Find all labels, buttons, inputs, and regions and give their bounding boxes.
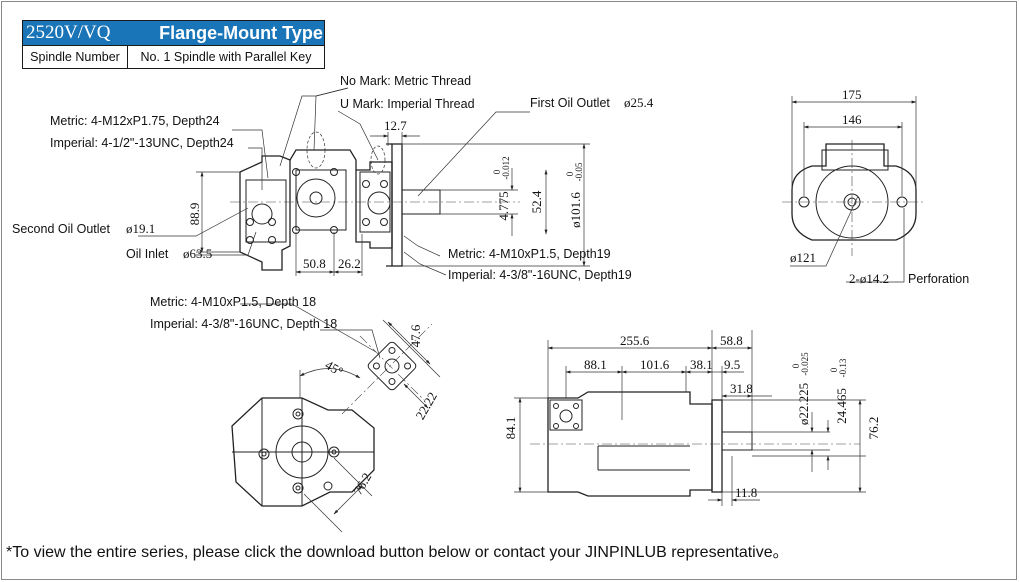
second-oil-outlet-dim: ø19.1 (126, 221, 155, 236)
dim-12-7: 12.7 (384, 118, 407, 133)
no-mark-note: No Mark: Metric Thread (340, 74, 471, 88)
port-detail-view: Metric: 4-M10xP1.5, Depth 18 Imperial: 4… (150, 295, 441, 533)
dim-22-22: 22.22 (412, 389, 440, 422)
spec-header-table: 2520V/VQ Flange-Mount Type Spindle Numbe… (22, 20, 325, 69)
dim-holes: 2-ø14.2 (849, 271, 889, 286)
header-divider (23, 45, 324, 46)
dim-101-6-tol-up: 0 (565, 171, 575, 176)
dim-101-6-side: 101.6 (640, 357, 670, 372)
dim-50-8: 50.8 (303, 256, 326, 271)
side-shaft (721, 431, 753, 451)
dim-255-6: 255.6 (620, 333, 650, 348)
dim-22-225-tol-up: 0 (791, 363, 801, 368)
spindle-number-value: No. 1 Spindle with Parallel Key (140, 50, 312, 64)
oil-inlet-label: Oil Inlet (126, 247, 169, 261)
spindle-number-label: Spindle Number (30, 50, 120, 64)
detail-metric-thread: Metric: 4-M10xP1.5, Depth 18 (150, 295, 316, 309)
dim-9-5: 9.5 (724, 357, 740, 372)
dim-84-1: 84.1 (503, 417, 518, 440)
dim-4-775-tol-up: 0 (492, 169, 502, 174)
dim-4-775-tol-dn: -0.012 (501, 156, 511, 179)
side-elevation-view: 255.6 58.8 88.1 101.6 38.1 9.5 31.8 84.1… (503, 330, 881, 506)
dim-88-1: 88.1 (584, 357, 607, 372)
dim-24-465-tol-dn: -0.13 (838, 358, 848, 377)
dim-38-1: 38.1 (690, 357, 713, 372)
dim-76-2-side: 76.2 (866, 417, 881, 440)
outlet-metric-thread: Metric: 4-M10xP1.5, Depth19 (448, 247, 611, 261)
inlet-imperial-thread: Imperial: 4-1/2"-13UNC, Depth24 (50, 136, 234, 150)
inlet-metric-thread: Metric: 4-M12xP1.75, Depth24 (50, 114, 220, 128)
side-flange (711, 399, 723, 493)
outlet-imperial-thread: Imperial: 4-3/8"-16UNC, Depth19 (448, 268, 632, 282)
dim-52-4: 52.4 (529, 190, 544, 213)
dim-45-deg: 45° (323, 357, 346, 379)
first-oil-outlet-dim: ø25.4 (624, 95, 654, 110)
dim-24-465-tol-up: 0 (829, 367, 839, 372)
dim-58-8: 58.8 (720, 333, 743, 348)
perforation-label: Perforation (908, 272, 969, 286)
u-mark-note: U Mark: Imperial Thread (340, 97, 475, 111)
dim-22-225: ø22.225 (796, 383, 811, 425)
front-flange-view: 175 146 ø121 2-ø14.2 Perforation (782, 87, 969, 286)
oil-inlet-dim: ø63.5 (183, 246, 212, 261)
dim-146: 146 (842, 112, 862, 127)
header-column-divider (127, 45, 128, 68)
dim-24-465: 24.465 (834, 388, 849, 424)
mount-type-title: Flange-Mount Type (158, 21, 324, 45)
dim-121: ø121 (790, 250, 816, 265)
dim-26-2: 26.2 (338, 256, 361, 271)
dim-101-6-tol-dn: -0.05 (574, 162, 584, 181)
dim-175: 175 (842, 87, 862, 102)
model-number: 2520V/VQ (23, 21, 158, 45)
dim-88-9: 88.9 (187, 203, 202, 226)
dim-101-6: ø101.6 (568, 192, 583, 228)
mounting-flange (391, 143, 403, 267)
dim-47-6: 47.6 (408, 324, 423, 347)
dim-31-8: 31.8 (730, 381, 753, 396)
dim-22-225-tol-dn: -0.025 (800, 352, 810, 376)
top-pump-view: No Mark: Metric Thread U Mark: Imperial … (12, 74, 654, 282)
first-oil-outlet-label: First Oil Outlet (530, 96, 610, 110)
footer-note: *To view the entire series, please click… (6, 544, 789, 561)
dim-11-8: 11.8 (735, 485, 757, 500)
dim-4-775: 4.775 (496, 191, 511, 220)
detail-imperial-thread: Imperial: 4-3/8"-16UNC, Depth 18 (150, 317, 337, 331)
second-oil-outlet-label: Second Oil Outlet (12, 222, 110, 236)
